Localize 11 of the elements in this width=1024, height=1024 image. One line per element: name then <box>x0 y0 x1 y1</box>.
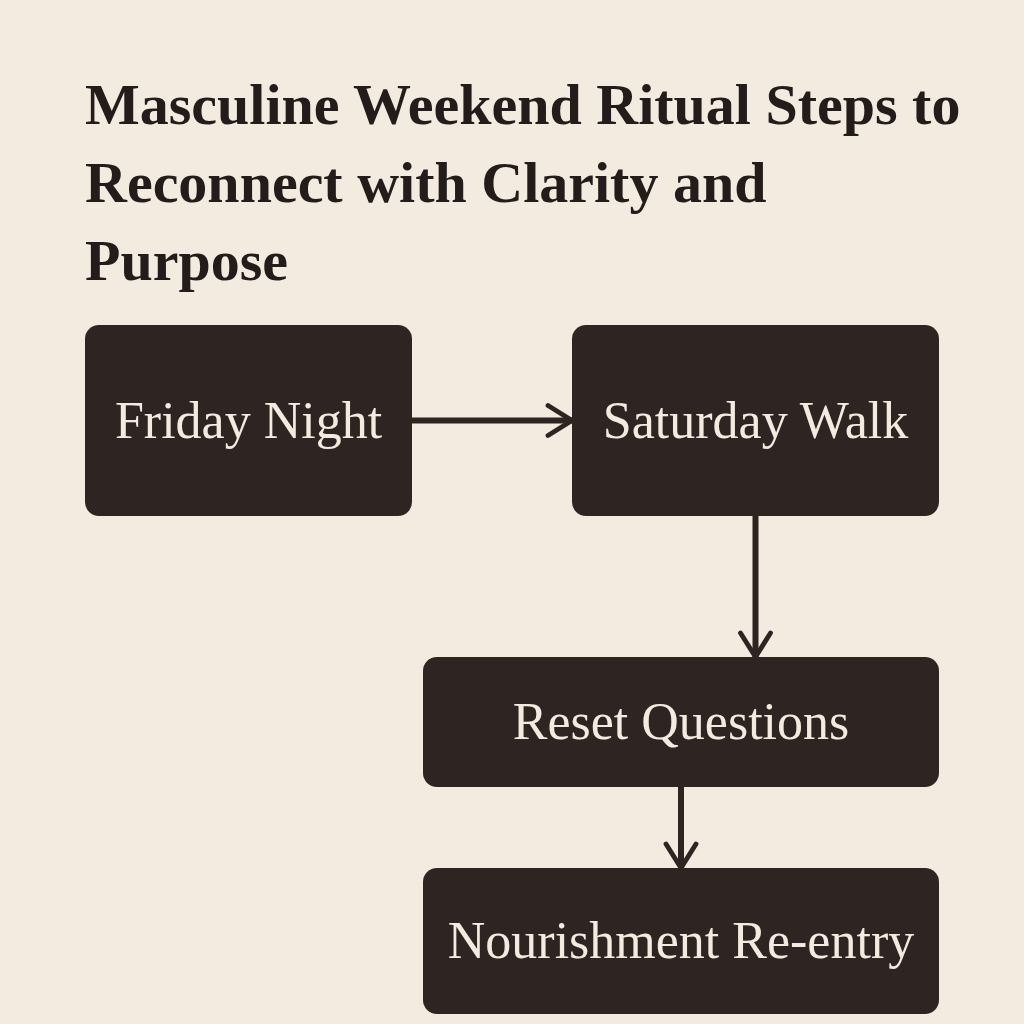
step-label: Friday Night <box>114 390 383 451</box>
process-box <box>572 325 939 516</box>
process-box <box>423 657 939 787</box>
title: Masculine Weekend Ritual Steps to Reconnect with Clarity and Purpose <box>85 71 962 295</box>
arrow <box>738 513 773 660</box>
step-label: Reset Questions <box>512 692 850 752</box>
process-box <box>85 325 412 516</box>
arrow <box>663 784 699 871</box>
step-label: Saturday Walk <box>602 390 909 451</box>
step-label: Nourishment Re-entry <box>447 911 915 971</box>
process-box <box>423 868 939 1014</box>
